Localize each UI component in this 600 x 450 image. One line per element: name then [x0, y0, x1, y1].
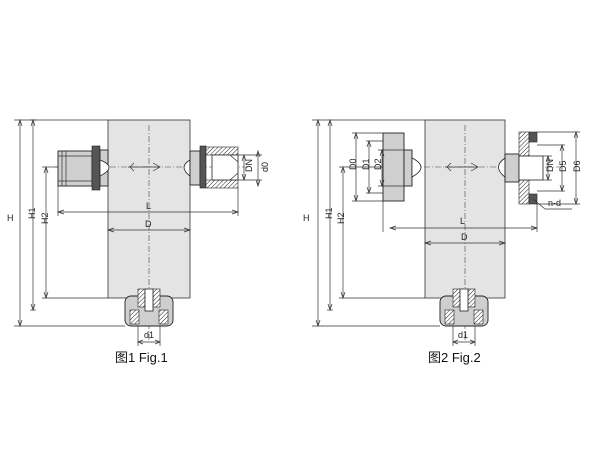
- fig2-dim-D5: D5: [558, 160, 568, 172]
- fig1-dim-L: L: [146, 201, 151, 211]
- fig2-right-flange: [498, 131, 544, 205]
- fig2-caption: 图2 Fig.2: [428, 350, 481, 365]
- fig2-dim-DN: DN: [545, 159, 555, 172]
- figure-1: H H1 H2 L D DN d: [7, 118, 270, 365]
- fig2-dim-D0: D0: [348, 158, 358, 170]
- fig2-dim-H2: H2: [336, 212, 346, 224]
- fig2-dim-d1: d1: [458, 330, 468, 340]
- fig1-dim-DN: DN: [244, 159, 254, 172]
- fig1-caption: 图1 Fig.1: [115, 350, 168, 365]
- fig1-dim-d0: d0: [260, 162, 270, 172]
- fig1-right-fitting: [183, 145, 239, 189]
- fig1-flow-arrow-icon: [128, 162, 161, 172]
- fig2-dim-nd: n-d: [548, 198, 561, 208]
- fig2-dim-D2: D2: [373, 158, 383, 170]
- fig1-left-fitting: [57, 145, 110, 191]
- figure-2: H H1 H2 D0 D1 D2: [303, 118, 582, 365]
- fig1-dim-H: H: [7, 213, 14, 223]
- fig2-bottom-fitting: [439, 288, 489, 327]
- fig2-dim-D6: D6: [572, 160, 582, 172]
- fig2-flow-arrow-icon: [445, 162, 479, 172]
- fig2-dim-D1: D1: [361, 158, 371, 170]
- fig1-dim-H2: H2: [40, 212, 50, 224]
- fig2-left-flange: [382, 132, 422, 202]
- fig1-dim-d1: d1: [144, 330, 154, 340]
- fig2-dim-H1: H1: [324, 207, 334, 219]
- fig2-dim-D: D: [461, 232, 468, 242]
- fig2-dim-L: L: [460, 216, 465, 226]
- fig1-bottom-fitting: [124, 288, 174, 327]
- fig1-dim-D: D: [145, 219, 152, 229]
- fig1-dim-H1: H1: [27, 207, 37, 219]
- fig2-dim-H: H: [303, 213, 310, 223]
